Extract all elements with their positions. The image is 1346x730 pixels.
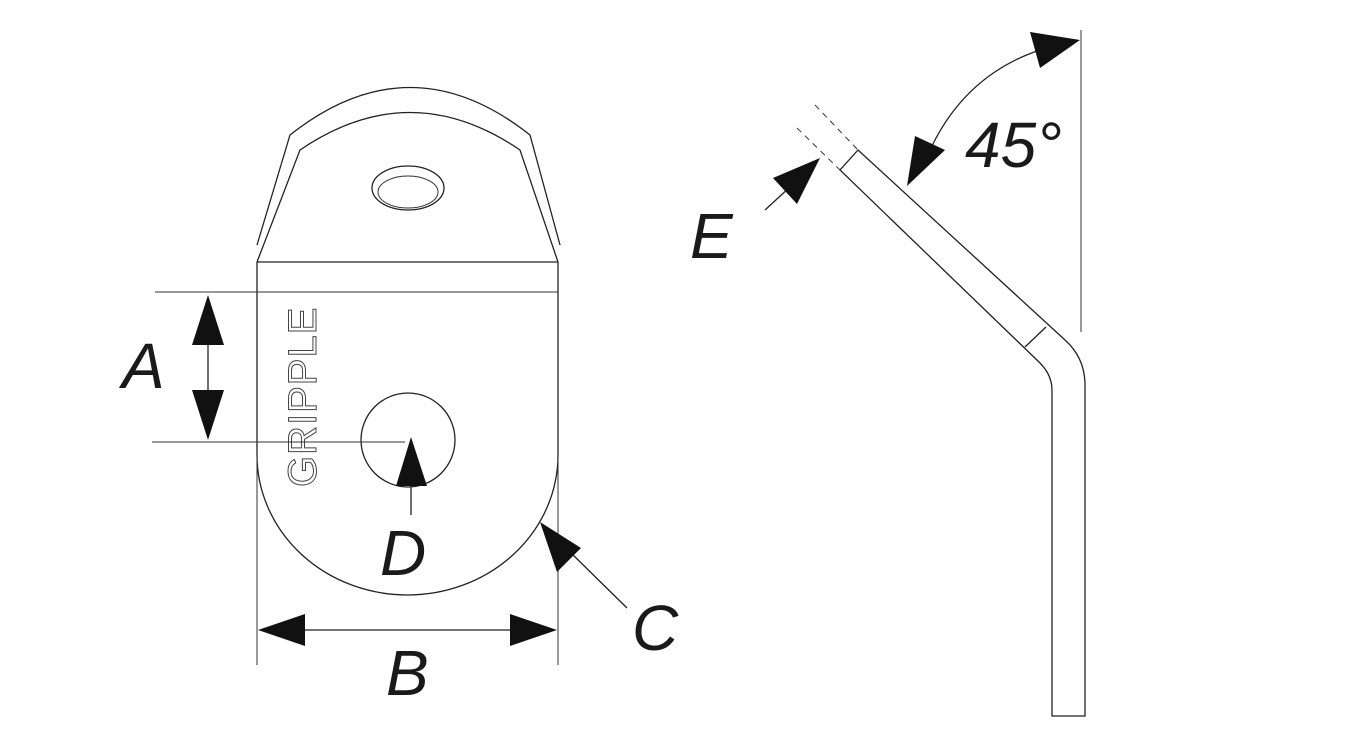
slot-hole bbox=[371, 165, 445, 211]
label-a: A bbox=[118, 330, 165, 402]
tab-outer-outline bbox=[256, 87, 561, 246]
tab-inner-outline bbox=[256, 111, 559, 263]
slot-hole-inner bbox=[377, 175, 439, 209]
front-view: GRIPPLE A B D C bbox=[118, 87, 679, 709]
arrowhead-icon bbox=[192, 295, 224, 345]
mounting-hole bbox=[360, 392, 456, 488]
plate-outline bbox=[256, 262, 559, 596]
brand-embossing: GRIPPLE bbox=[281, 307, 325, 487]
label-b: B bbox=[386, 637, 429, 709]
label-d: D bbox=[380, 517, 426, 589]
arrowhead-icon bbox=[1030, 32, 1080, 68]
arrowhead-icon bbox=[773, 158, 820, 204]
arrowhead-icon bbox=[540, 522, 581, 572]
bracket-profile bbox=[839, 149, 1086, 717]
side-view: E 45° bbox=[690, 30, 1086, 717]
arrowhead-icon bbox=[192, 390, 224, 440]
arrowhead-icon bbox=[907, 136, 945, 186]
arrowhead-icon bbox=[510, 614, 557, 646]
thickness-extension-dashed bbox=[796, 127, 841, 171]
label-e: E bbox=[690, 200, 734, 272]
bend-line bbox=[1024, 326, 1047, 348]
arrowhead-icon bbox=[396, 437, 427, 486]
angle-arc bbox=[929, 49, 1041, 151]
arrowhead-icon bbox=[258, 614, 305, 646]
label-c: C bbox=[632, 592, 679, 664]
dimension-c-leader bbox=[569, 551, 628, 609]
thickness-extension-dashed bbox=[814, 104, 859, 151]
label-angle: 45° bbox=[965, 109, 1062, 181]
